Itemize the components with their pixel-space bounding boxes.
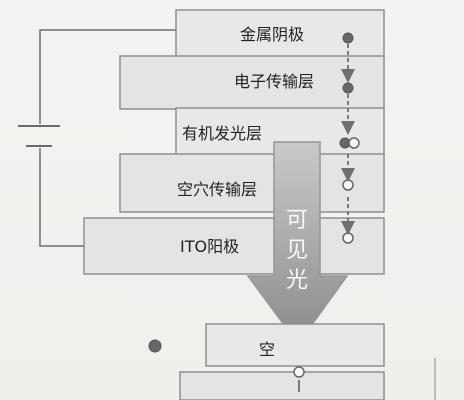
- hole-transport-label: 空穴传输层: [177, 180, 257, 199]
- lower-layer-top: [205, 323, 385, 367]
- metal-cathode-label: 金属阴极: [240, 25, 304, 44]
- light-char-1: 可: [286, 208, 308, 233]
- ito-anode-label: ITO阳极: [180, 237, 239, 256]
- ito-anode-layer: [83, 217, 385, 275]
- visible-light-arrow: [246, 141, 349, 346]
- electron-transport-label: 电子传输层: [234, 72, 314, 91]
- hole-particle-2: [342, 179, 354, 191]
- circuit-wire-bottom: [39, 148, 84, 247]
- circuit-wire-top: [39, 29, 176, 124]
- light-char-3: 光: [286, 268, 308, 293]
- hole-transport-layer: [119, 153, 385, 213]
- lower-partial-label: 空: [259, 340, 275, 359]
- electron-particle-2: [342, 82, 354, 94]
- electron-particle-1: [342, 32, 354, 44]
- hole-particle-1: [348, 137, 360, 149]
- lower-hole-particle: [293, 366, 305, 378]
- organic-emissive-label: 有机发光层: [182, 124, 262, 143]
- electron-transport-layer: [119, 55, 385, 110]
- hole-particle-3: [342, 232, 354, 244]
- light-char-2: 见: [286, 238, 308, 263]
- lower-layer-bottom: [179, 371, 385, 400]
- lower-electron-particle: [148, 339, 162, 353]
